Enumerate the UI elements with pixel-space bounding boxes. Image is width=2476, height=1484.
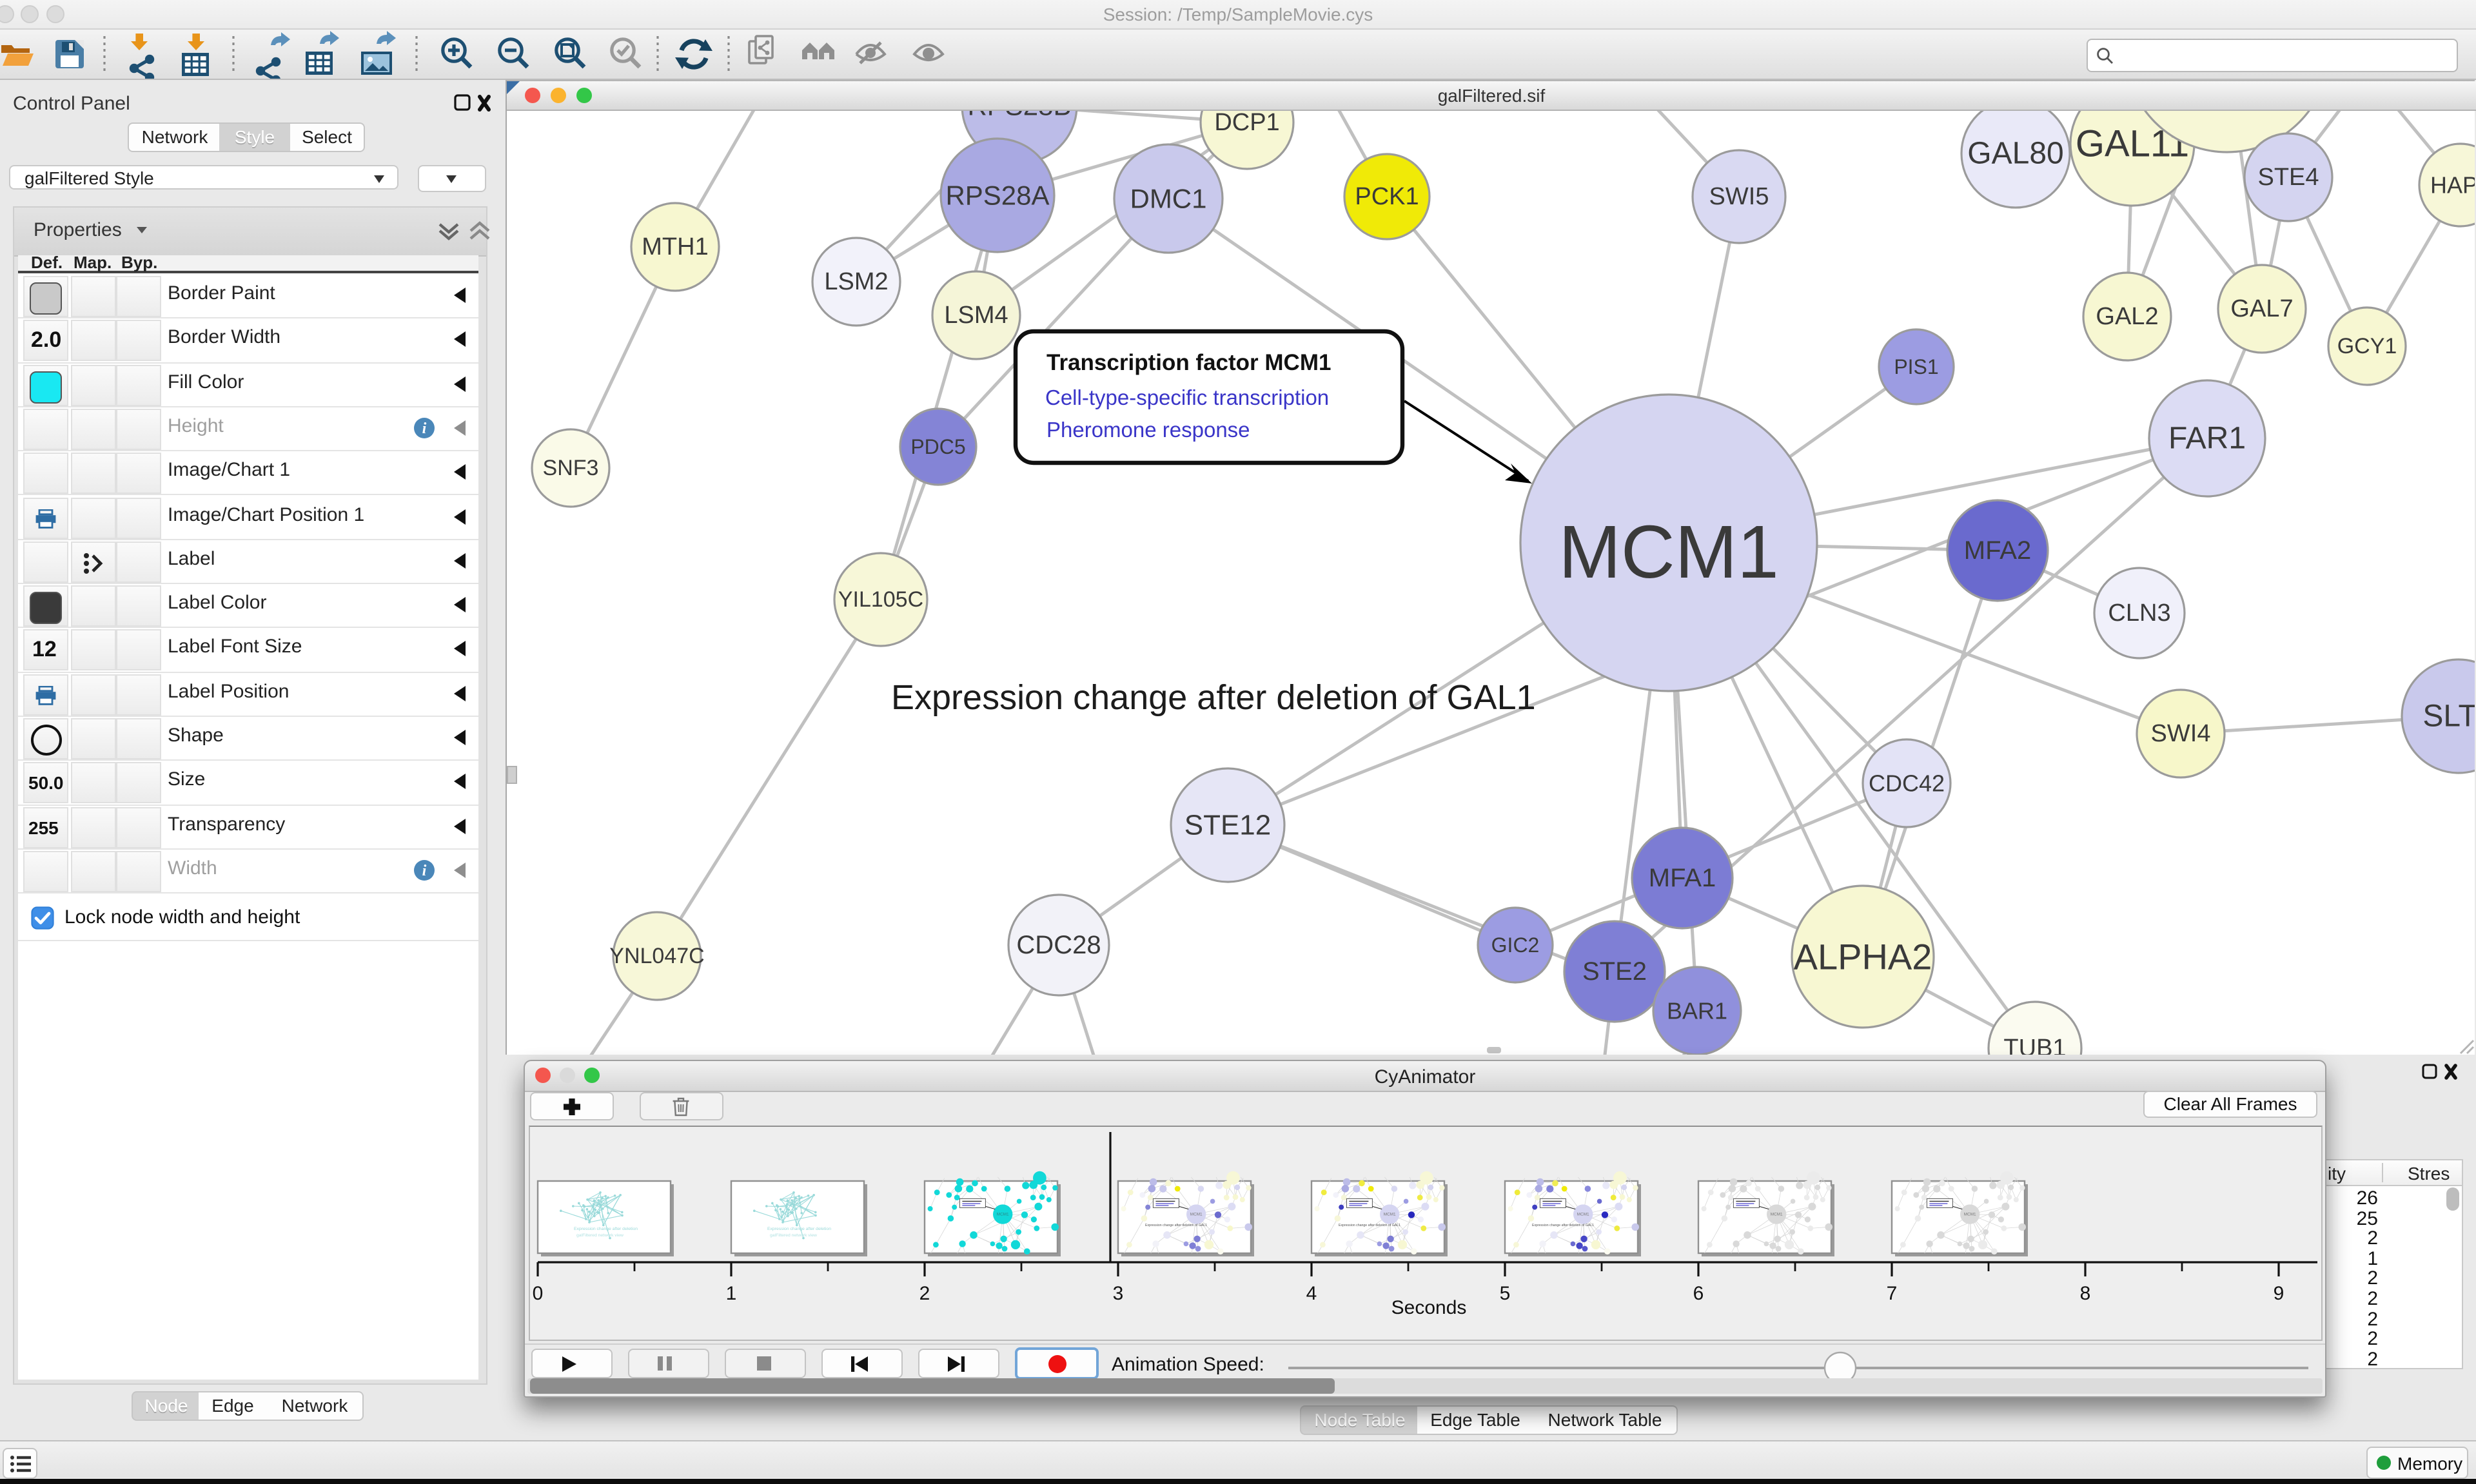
svg-text:MCM1: MCM1 — [1964, 1213, 1976, 1217]
svg-text:5: 5 — [1500, 1283, 1511, 1304]
svg-text:CDC42: CDC42 — [1869, 770, 1945, 797]
svg-text:galFiltered network view: galFiltered network view — [770, 1233, 817, 1238]
svg-text:RPS28B: RPS28B — [967, 110, 1071, 121]
svg-text:PDC5: PDC5 — [910, 435, 965, 458]
svg-text:ALPHA2: ALPHA2 — [1794, 937, 1932, 977]
svg-text:GIC2: GIC2 — [1491, 933, 1540, 957]
svg-text:MCM1: MCM1 — [1558, 510, 1779, 594]
svg-text:4: 4 — [1306, 1283, 1317, 1304]
svg-text:galFiltered network view: galFiltered network view — [576, 1233, 624, 1238]
svg-text:CLN3: CLN3 — [2108, 600, 2170, 627]
svg-text:YNL047C: YNL047C — [609, 944, 704, 968]
svg-text:Expression change after deleti: Expression change after deletion of GAL1 — [1145, 1224, 1207, 1227]
svg-text:TUB1: TUB1 — [2003, 1035, 2066, 1055]
svg-text:MCM1: MCM1 — [1190, 1213, 1203, 1217]
svg-text:6: 6 — [1693, 1283, 1704, 1304]
svg-text:7: 7 — [1887, 1283, 1898, 1304]
svg-text:PCK1: PCK1 — [1355, 183, 1419, 210]
svg-text:2: 2 — [919, 1283, 930, 1304]
svg-text:STE12: STE12 — [1184, 810, 1272, 841]
svg-text:BAR1: BAR1 — [1667, 998, 1727, 1024]
svg-text:Expression change after deleti: Expression change after deletion of GAL1 — [1339, 1224, 1400, 1227]
svg-text:PIS1: PIS1 — [1894, 355, 1938, 378]
svg-text:MCM1: MCM1 — [1577, 1213, 1589, 1217]
svg-text:SWI5: SWI5 — [1709, 183, 1769, 210]
svg-text:HAP2: HAP2 — [2430, 172, 2475, 199]
svg-text:1: 1 — [726, 1283, 737, 1304]
svg-text:Pheromone response: Pheromone response — [1046, 418, 1250, 442]
svg-text:9: 9 — [2274, 1283, 2284, 1304]
svg-text:GAL7: GAL7 — [2230, 295, 2293, 322]
svg-text:MTH1: MTH1 — [642, 233, 708, 260]
svg-text:Expression change after deleti: Expression change after deletion of GAL1 — [891, 678, 1536, 717]
svg-text:SNF3: SNF3 — [543, 456, 599, 480]
svg-text:MCM1: MCM1 — [1384, 1213, 1396, 1217]
svg-text:MCM1: MCM1 — [997, 1213, 1009, 1217]
svg-text:GCY1: GCY1 — [2337, 334, 2397, 358]
svg-text:GAL80: GAL80 — [1967, 137, 2063, 171]
svg-text:Expression change after deleti: Expression change after deletion of GAL1 — [1532, 1224, 1594, 1227]
svg-text:CDC28: CDC28 — [1016, 931, 1101, 959]
svg-text:DMC1: DMC1 — [1130, 184, 1206, 214]
svg-text:Transcription factor MCM1: Transcription factor MCM1 — [1046, 350, 1331, 375]
svg-text:Seconds: Seconds — [1391, 1297, 1467, 1318]
svg-text:GAL2: GAL2 — [2096, 303, 2158, 330]
svg-text:STE4: STE4 — [2257, 164, 2319, 191]
svg-text:LSM4: LSM4 — [944, 302, 1008, 329]
svg-text:YIL105C: YIL105C — [838, 587, 923, 612]
svg-text:8: 8 — [2080, 1283, 2091, 1304]
svg-text:FAR1: FAR1 — [2168, 422, 2246, 456]
svg-text:LSM2: LSM2 — [824, 268, 888, 295]
svg-text:STE2: STE2 — [1582, 957, 1647, 986]
svg-text:0: 0 — [533, 1283, 544, 1304]
svg-text:MCM1: MCM1 — [1771, 1213, 1783, 1217]
svg-text:RPS28A: RPS28A — [945, 181, 1049, 211]
svg-text:Expression change after deleti: Expression change after deletion — [767, 1227, 831, 1231]
svg-text:Expression change after deleti: Expression change after deletion — [574, 1227, 638, 1231]
svg-text:Cell-type-specific transcripti: Cell-type-specific transcription — [1045, 386, 1329, 409]
svg-text:SWI4: SWI4 — [2151, 720, 2211, 747]
svg-text:MFA2: MFA2 — [1964, 536, 2031, 565]
svg-text:3: 3 — [1113, 1283, 1124, 1304]
svg-text:MFA1: MFA1 — [1649, 864, 1716, 892]
svg-text:SLT2: SLT2 — [2422, 699, 2475, 734]
svg-text:DCP1: DCP1 — [1214, 110, 1279, 136]
